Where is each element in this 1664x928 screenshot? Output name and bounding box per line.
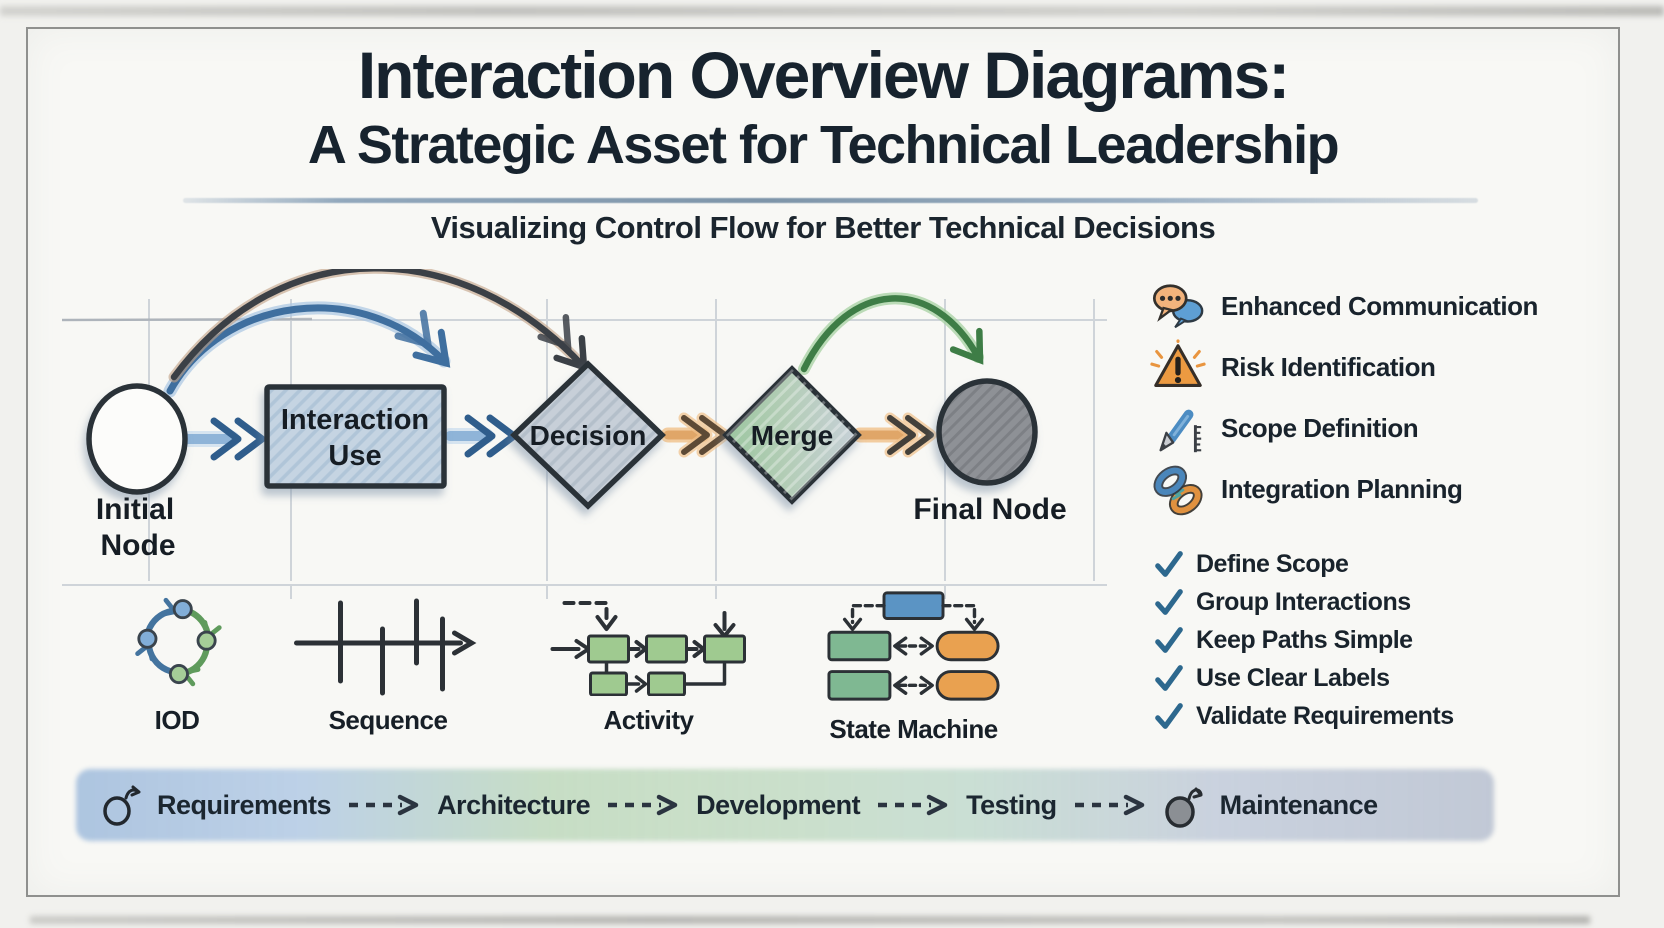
checkmark-icon: [1155, 551, 1183, 577]
diagram-type-iod: IOD: [102, 591, 252, 736]
timeline-watercolor-band: [76, 769, 1494, 841]
timeline-stage: Requirements: [157, 789, 332, 820]
initial-node: [86, 383, 188, 495]
page-title-line1: Interaction Overview Diagrams:: [357, 38, 1290, 112]
interaction-use-label-line2: Use: [328, 440, 381, 472]
initial-node-sketch-icon: [103, 785, 141, 826]
checklist-label: Use Clear Labels: [1196, 663, 1390, 692]
checklist-item: Define Scope: [1154, 547, 1454, 581]
timeline-stage: Architecture: [437, 789, 591, 820]
page-subtitle: Visualizing Control Flow for Better Tech…: [430, 210, 1216, 245]
pencil-ruler-icon: [1159, 409, 1202, 452]
lifecycle-timeline: Requirements Architecture Development Te…: [100, 781, 1500, 829]
timeline-stage: Development: [696, 789, 861, 820]
interaction-use-node: [264, 384, 447, 489]
activity-flow-icon: [550, 601, 746, 697]
benefit-label: Enhanced Communication: [1221, 291, 1538, 321]
diagram-type-label: IOD: [154, 705, 200, 735]
title-underline-decoration: [183, 198, 1478, 203]
checklist-item: Validate Requirements: [1154, 699, 1454, 733]
top-edge-smudge: [0, 6, 1664, 16]
warning-triangle-icon: [1150, 338, 1206, 387]
checklist-item: Group Interactions: [1154, 585, 1454, 619]
chain-links-icon: [1153, 465, 1203, 515]
merge-label: Merge: [751, 420, 833, 451]
benefits-list: Enhanced Communication Risk Identificati: [1149, 279, 1538, 517]
decision-node: [510, 360, 666, 510]
diagram-type-state-machine: State Machine: [796, 587, 1031, 745]
arrow-initial-to-interaction: [180, 417, 266, 461]
state-machine-icon: [826, 591, 1000, 701]
dashed-arrow-icon: [878, 794, 948, 816]
checklist-item: Keep Paths Simple: [1154, 623, 1454, 657]
checkmark-icon: [1155, 703, 1183, 729]
benefit-label: Integration Planning: [1221, 474, 1463, 504]
checkmark-icon: [1155, 665, 1183, 691]
checkmark-icon: [1155, 589, 1183, 615]
dashed-arrow-icon: [1074, 794, 1144, 816]
best-practices-checklist: Define Scope Group Interactions Keep Pat…: [1154, 547, 1454, 733]
checklist-item: Use Clear Labels: [1154, 661, 1454, 695]
diagram-type-label: Activity: [603, 705, 694, 735]
main-flow-diagram: Initial Node Interaction Use Decision Me…: [62, 269, 1107, 599]
timeline-stage: Testing: [966, 789, 1057, 820]
benefit-enhanced-communication: Enhanced Communication: [1149, 279, 1538, 334]
diagram-type-sequence: Sequence: [283, 591, 493, 736]
initial-node-label-line2: Node: [101, 529, 176, 562]
arrow-interaction-to-decision: [442, 414, 518, 458]
diagram-type-label: Sequence: [328, 705, 448, 735]
arrow-merge-to-final: [852, 412, 937, 458]
benefit-label: Scope Definition: [1221, 413, 1419, 443]
checklist-label: Keep Paths Simple: [1196, 625, 1413, 654]
dashed-arrow-icon: [608, 794, 678, 816]
benefit-risk-identification: Risk Identification: [1149, 338, 1538, 395]
final-node-label: Final Node: [913, 493, 1066, 526]
dashed-arrow-icon: [349, 794, 419, 816]
checklist-label: Define Scope: [1196, 549, 1349, 578]
checklist-label: Group Interactions: [1196, 587, 1411, 616]
diagram-type-activity: Activity: [536, 591, 761, 736]
final-node-sketch-icon: [1164, 787, 1203, 828]
decision-label: Decision: [530, 420, 647, 451]
sequence-lifelines-icon: [294, 598, 477, 696]
checkmark-icon: [1155, 627, 1183, 653]
curved-arrow-merge-to-final: [798, 292, 984, 375]
benefit-scope-definition: Scope Definition: [1149, 401, 1538, 456]
diagram-type-label: State Machine: [829, 714, 998, 744]
chat-bubbles-icon: [1152, 283, 1204, 328]
iod-cycle-icon: [135, 597, 222, 687]
bottom-edge-smudge: [30, 916, 1590, 924]
page-title-line2: A Strategic Asset for Technical Leadersh…: [307, 115, 1340, 175]
checklist-label: Validate Requirements: [1196, 701, 1454, 730]
timeline-stage: Maintenance: [1219, 789, 1379, 820]
initial-node-label-line1: Initial: [96, 493, 174, 526]
final-node: [936, 378, 1038, 486]
benefit-integration-planning: Integration Planning: [1149, 462, 1538, 517]
interaction-use-label-line1: Interaction: [281, 404, 429, 436]
arrow-decision-to-merge: [660, 412, 731, 458]
benefit-label: Risk Identification: [1221, 352, 1436, 382]
page-frame: Interaction Overview Diagrams: A Strateg…: [26, 27, 1620, 897]
